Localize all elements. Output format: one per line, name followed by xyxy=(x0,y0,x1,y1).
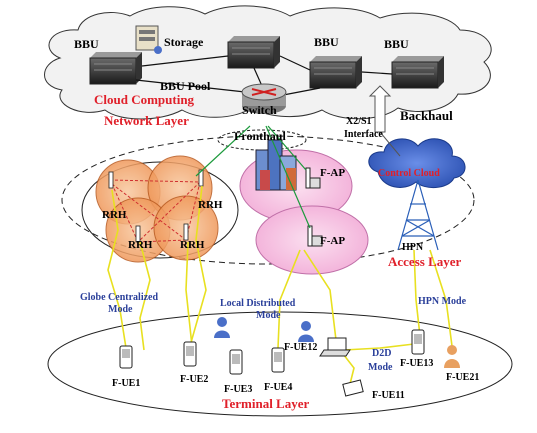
storage-label: Storage xyxy=(164,35,204,49)
d2d-mode-label-line1: D2D xyxy=(372,348,391,359)
backhaul-link xyxy=(379,131,401,157)
bbu-left-label: BBU xyxy=(74,37,99,51)
ue13-label: F-UE13 xyxy=(400,358,433,369)
ue21-label: F-UE21 xyxy=(446,372,479,383)
ue3-label: F-UE3 xyxy=(224,384,252,395)
switch-icon xyxy=(241,83,287,114)
bbu-server-center xyxy=(227,36,280,69)
rrh-antennas xyxy=(108,169,204,243)
ue3-phone-icon xyxy=(229,349,243,375)
terminal-layer-label: Terminal Layer xyxy=(222,396,309,411)
globe-mode-label-line2: Mode xyxy=(108,304,133,315)
ue2-phone-icon xyxy=(183,341,197,367)
bbu-mid-label: BBU xyxy=(314,35,339,49)
hpn-label: HPN xyxy=(402,242,424,253)
access-layer-label: Access Layer xyxy=(388,254,462,269)
bbu-server-right xyxy=(391,56,444,89)
hpn-tower-icon xyxy=(397,179,439,251)
rrh-tr-label: RRH xyxy=(198,199,223,211)
fronthaul-links xyxy=(195,125,311,229)
ue21-person-icon xyxy=(444,345,460,368)
control-cloud-label: Control Cloud xyxy=(378,168,440,179)
backhaul-label: Backhaul xyxy=(400,108,453,123)
cloud-layer-label-line2: Network Layer xyxy=(104,113,189,128)
fap-top-device xyxy=(305,167,321,189)
ue4-phone-icon xyxy=(271,347,285,373)
ue2-label: F-UE2 xyxy=(180,374,208,385)
control-cloud xyxy=(368,138,466,188)
ue11-laptop-icon xyxy=(342,379,364,397)
x2s1-label-line2: Interface xyxy=(344,129,383,140)
globe-mode-label-line1: Globe Centralized xyxy=(80,292,158,303)
rrh-br-label: RRH xyxy=(180,239,205,251)
ue1-label: F-UE1 xyxy=(112,378,140,389)
fap-bottom-device xyxy=(307,225,323,247)
ue12-laptop-icon xyxy=(319,337,351,357)
fap-bottom-label: F-AP xyxy=(320,235,345,247)
hpn-mode-label: HPN Mode xyxy=(418,296,467,307)
wireless-links xyxy=(107,185,453,385)
local-mode-label-line1: Local Distributed xyxy=(220,298,296,309)
ue1-phone-icon xyxy=(119,345,133,369)
cloud-layer-label-line1: Cloud Computing xyxy=(94,92,195,107)
rrh-bl-label: RRH xyxy=(128,239,153,251)
user-person-icon xyxy=(214,317,230,338)
ue13-phone-icon xyxy=(411,329,425,355)
x2s1-label-line1: X2/S1 xyxy=(346,116,372,127)
user-person-icon xyxy=(298,321,314,342)
ue4-label: F-UE4 xyxy=(264,382,292,393)
storage-unit xyxy=(135,25,162,54)
bbu-right-label: BBU xyxy=(384,37,409,51)
local-mode-label-line2: Mode xyxy=(256,310,281,321)
bbu-server-mid xyxy=(309,56,362,89)
bbu-pool-label: BBU Pool xyxy=(160,79,211,93)
access-layer-boundary xyxy=(61,135,475,265)
ue11-label: F-UE11 xyxy=(372,390,405,401)
d2d-mode-label-line2: Mode xyxy=(368,362,393,373)
fronthaul-label: Fronthaul xyxy=(234,129,286,143)
rrh-tl-label: RRH xyxy=(102,209,127,221)
fap-top-label: F-AP xyxy=(320,167,345,179)
bbu-server-left xyxy=(89,52,142,85)
switch-label: Switch xyxy=(242,103,277,117)
city-buildings-icon xyxy=(255,139,297,191)
ue12-label: F-UE12 xyxy=(284,342,317,353)
